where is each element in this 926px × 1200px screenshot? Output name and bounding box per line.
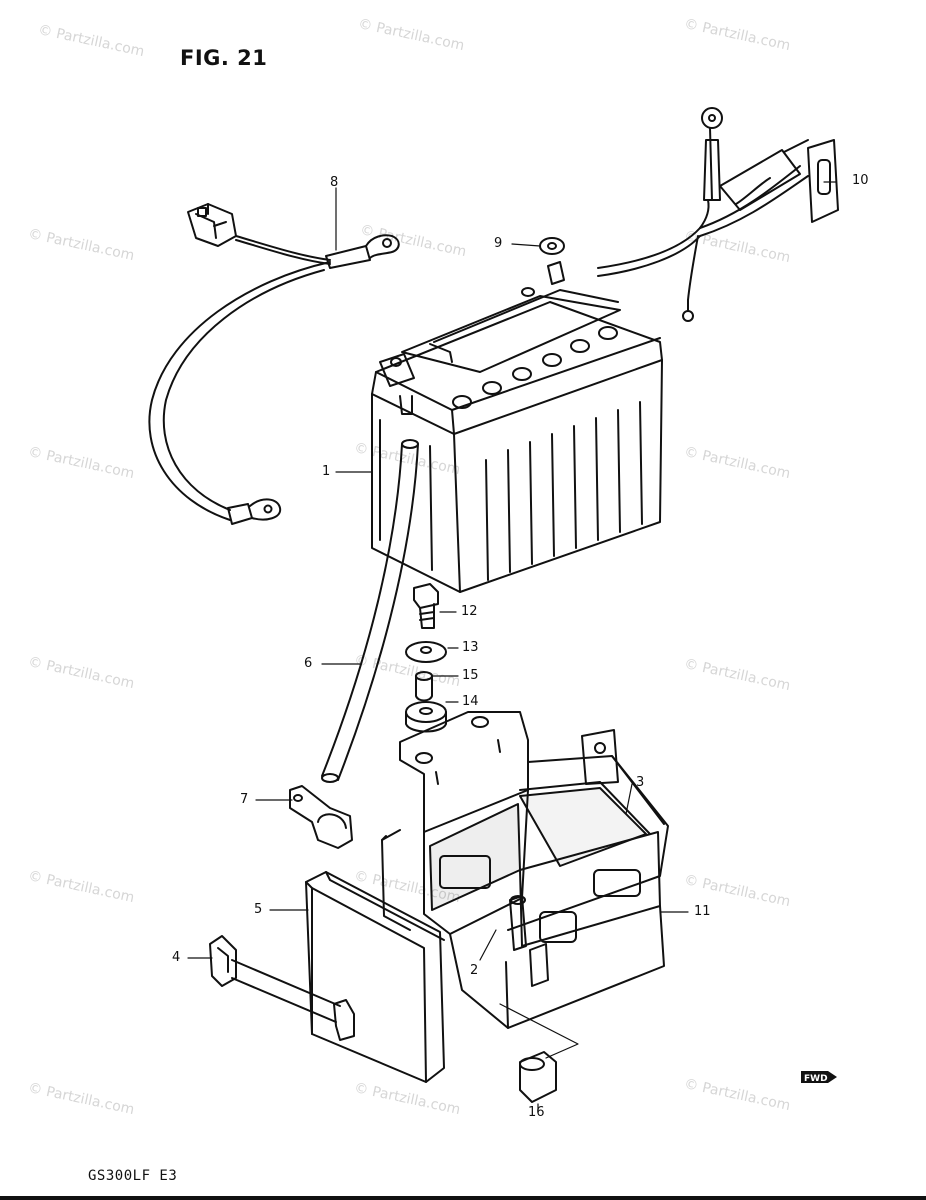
callout-14: 14 (462, 694, 479, 709)
part-12-bolt (413, 583, 439, 629)
callout-3: 3 (636, 775, 645, 790)
callout-4: 4 (172, 950, 181, 965)
callout-16: 16 (528, 1105, 545, 1120)
part-5-plate (305, 871, 445, 1083)
part-6-breather-hose (321, 439, 419, 783)
part-14-cushion (405, 701, 447, 733)
part-15-collar (415, 671, 433, 702)
part-13-washer (405, 641, 447, 663)
part-7-clamp (289, 785, 353, 849)
model-code: GS300LF E3 (88, 1168, 178, 1184)
part-10-fuse-holder (597, 107, 839, 322)
part-1-battery (371, 287, 663, 593)
part-16-cap (519, 1051, 557, 1103)
callout-2: 2 (470, 963, 479, 978)
part-8-negative-cable (148, 203, 400, 525)
part-9-washer (539, 237, 565, 285)
leader-lines (187, 181, 837, 1111)
forward-arrow-icon: FWD (800, 1069, 838, 1085)
callout-7: 7 (240, 792, 249, 807)
part-3-tray (449, 729, 669, 1029)
bottom-rule (0, 1196, 926, 1200)
callout-11: 11 (694, 904, 711, 919)
callout-13: 13 (462, 640, 479, 655)
callout-15: 15 (462, 668, 479, 683)
fwd-label: FWD (804, 1074, 828, 1084)
callout-10: 10 (852, 173, 869, 188)
callout-5: 5 (254, 902, 263, 917)
callout-1: 1 (322, 464, 331, 479)
part-4-band (209, 935, 355, 1041)
callout-8: 8 (330, 175, 339, 190)
callout-12: 12 (461, 604, 478, 619)
figure-title: FIG. 21 (180, 46, 268, 70)
part-2-holder-bracket (381, 711, 529, 935)
callout-9: 9 (494, 236, 503, 251)
callout-6: 6 (304, 656, 313, 671)
